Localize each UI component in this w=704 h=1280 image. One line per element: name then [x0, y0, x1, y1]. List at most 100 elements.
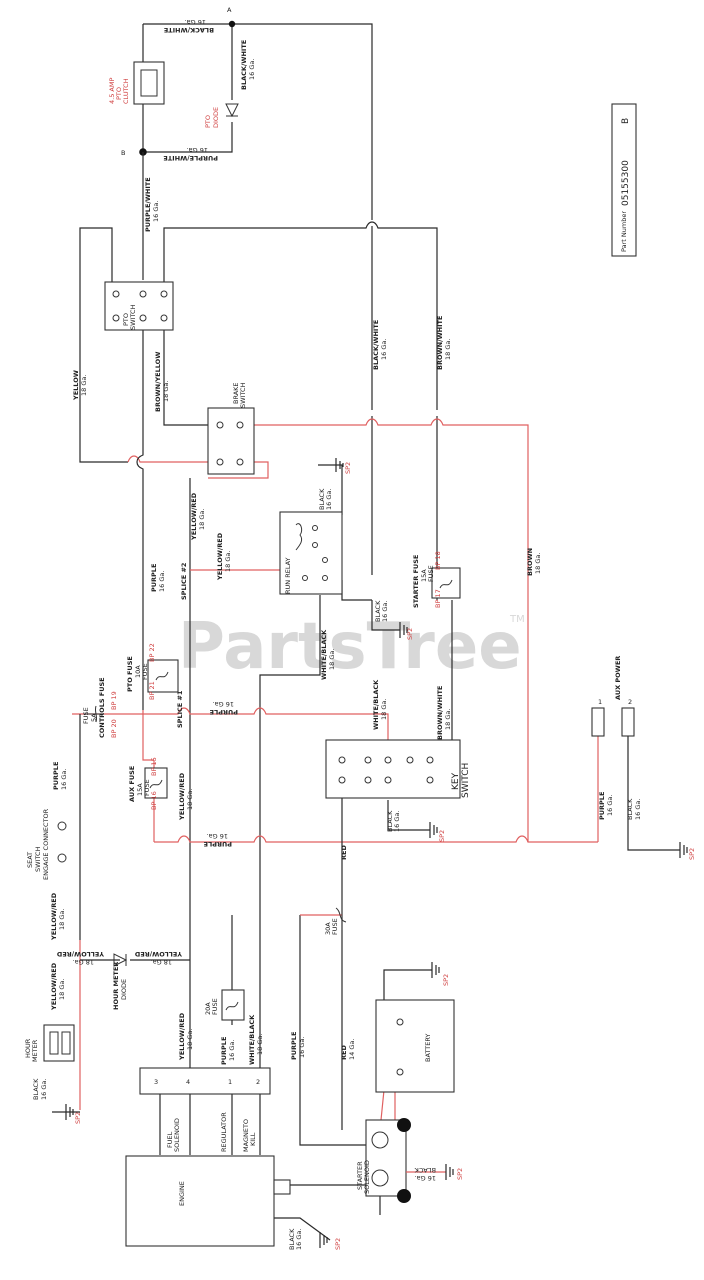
svg-text:KEY: KEY [451, 772, 461, 790]
svg-text:16 Ga.: 16 Ga. [415, 1174, 436, 1182]
svg-text:15A: 15A [136, 783, 144, 796]
engine-connector: 3 4 1 2 [139, 1067, 271, 1095]
svg-text:WHITE/BLACK: WHITE/BLACK [320, 629, 328, 680]
svg-text:18 Ga.: 18 Ga. [444, 339, 452, 360]
svg-text:PURPLE: PURPLE [52, 762, 60, 790]
pto-fuse: PTO FUSE 10A FUSE BP 21 BP 22 [126, 643, 179, 700]
svg-text:YELLOW/RED: YELLOW/RED [50, 892, 58, 941]
part-number-label: Part Number [620, 211, 628, 252]
aux-power: AUX POWER 1 2 [591, 656, 635, 737]
svg-text:5A: 5A [90, 713, 98, 722]
svg-text:16 Ga.: 16 Ga. [381, 601, 389, 622]
wire-brown-white [163, 221, 438, 410]
svg-text:YELLOW/RED: YELLOW/RED [50, 962, 58, 1011]
svg-text:18 Ga.: 18 Ga. [162, 381, 170, 402]
starter-fuse: STARTER FUSE 15A FUSE BP 17 BP 18 [412, 551, 461, 608]
svg-text:18 Ga.: 18 Ga. [186, 789, 194, 810]
svg-text:FUEL: FUEL [166, 1131, 174, 1148]
svg-text:BROWN/WHITE: BROWN/WHITE [436, 316, 444, 370]
svg-text:FUSE: FUSE [141, 663, 149, 680]
svg-text:15A: 15A [420, 569, 428, 582]
brake-switch: BRAKE SWITCH [207, 382, 255, 475]
svg-text:18 Ga.: 18 Ga. [444, 709, 452, 730]
svg-text:16 Ga.: 16 Ga. [295, 1229, 303, 1250]
svg-text:BROWN: BROWN [526, 548, 534, 576]
svg-text:PTO: PTO [122, 313, 130, 326]
svg-text:SP2: SP2 [344, 462, 352, 474]
svg-text:DIODE: DIODE [120, 979, 128, 1000]
svg-text:18 Ga.: 18 Ga. [256, 1034, 264, 1055]
wire-purple-aux [154, 835, 598, 843]
svg-text:BP 21: BP 21 [148, 681, 156, 700]
svg-text:SWITCH: SWITCH [129, 304, 137, 330]
svg-text:RED: RED [340, 1045, 348, 1060]
svg-text:PTO: PTO [115, 87, 123, 100]
svg-text:1: 1 [228, 1078, 232, 1086]
svg-text:16 Ga.: 16 Ga. [325, 489, 333, 510]
ground-sp2-4: SP2 [679, 842, 696, 860]
svg-text:16 Ga.: 16 Ga. [380, 339, 388, 360]
wire-white-black [259, 595, 321, 1070]
svg-text:18 Ga.: 18 Ga. [224, 551, 232, 572]
svg-text:BP 22: BP 22 [148, 643, 156, 662]
ground-sp2-5: SP2 [52, 1104, 82, 1124]
svg-text:PURPLE: PURPLE [220, 1037, 228, 1065]
svg-text:18 Ga.: 18 Ga. [73, 958, 94, 966]
svg-text:SP2: SP2 [334, 1238, 342, 1250]
svg-text:16 Ga.: 16 Ga. [152, 201, 160, 222]
svg-text:2: 2 [628, 698, 632, 706]
svg-text:SWITCH: SWITCH [239, 382, 247, 408]
svg-text:PURPLE/WHITE: PURPLE/WHITE [163, 154, 218, 162]
watermark: PartsTree [178, 610, 522, 684]
svg-text:4: 4 [186, 1078, 190, 1086]
svg-text:HOUR METER: HOUR METER [112, 962, 120, 1010]
splice-letter-b: B [121, 149, 125, 157]
svg-text:SP2: SP2 [406, 628, 414, 640]
svg-text:YELLOW/RED: YELLOW/RED [56, 950, 105, 958]
svg-text:FUSE: FUSE [331, 918, 339, 935]
svg-text:BROWN/YELLOW: BROWN/YELLOW [154, 352, 162, 412]
svg-text:18 Ga.: 18 Ga. [198, 509, 206, 530]
svg-text:FUSE: FUSE [211, 998, 219, 1015]
svg-text:BLACK: BLACK [32, 1078, 40, 1100]
battery: BATTERY [375, 999, 455, 1093]
svg-text:ENGINE: ENGINE [178, 1181, 186, 1206]
svg-text:PURPLE: PURPLE [204, 840, 232, 848]
engine: ENGINE FUEL SOLENOID REGULATOR MAGNETO K… [125, 1112, 291, 1247]
svg-text:4.5 AMP: 4.5 AMP [108, 78, 116, 104]
svg-text:YELLOW/RED: YELLOW/RED [134, 950, 183, 958]
svg-text:SWITCH: SWITCH [461, 763, 471, 798]
svg-text:YELLOW/RED: YELLOW/RED [178, 1012, 186, 1061]
wire-yellow [79, 227, 128, 463]
svg-text:18 Ga.: 18 Ga. [151, 958, 172, 966]
svg-text:BLACK: BLACK [386, 810, 394, 832]
seat-switch: SEAT SWITCH ENGAGE CONNECTOR [26, 808, 67, 880]
svg-text:16 Ga.: 16 Ga. [213, 700, 234, 708]
aux-fuse: AUX FUSE 15A FUSE BP 16 BP 15 [128, 757, 168, 810]
svg-text:YELLOW: YELLOW [72, 370, 80, 401]
svg-text:18 Ga.: 18 Ga. [534, 553, 542, 574]
svg-text:SP2: SP2 [438, 830, 446, 842]
fuse-20a: 20A FUSE [204, 989, 245, 1021]
svg-text:14 Ga.: 14 Ga. [348, 1039, 356, 1060]
svg-text:10A: 10A [134, 665, 142, 678]
svg-text:BLACK: BLACK [414, 1166, 436, 1174]
svg-text:YELLOW/RED: YELLOW/RED [178, 772, 186, 821]
svg-text:BLACK: BLACK [288, 1228, 296, 1250]
svg-text:16 Ga.: 16 Ga. [40, 1079, 48, 1100]
svg-text:YELLOW/RED: YELLOW/RED [190, 492, 198, 541]
svg-text:BP 17: BP 17 [434, 589, 442, 608]
svg-text:BP 19: BP 19 [110, 691, 118, 710]
svg-text:16 Ga.: 16 Ga. [393, 811, 401, 832]
starter-solenoid: STARTER SOLENOID [356, 1118, 411, 1203]
svg-text:STARTER FUSE: STARTER FUSE [412, 555, 420, 608]
svg-text:FUSE: FUSE [82, 707, 90, 724]
svg-text:PURPLE: PURPLE [290, 1032, 298, 1060]
svg-text:BROWN/WHITE: BROWN/WHITE [436, 686, 444, 740]
svg-text:REGULATOR: REGULATOR [220, 1112, 228, 1152]
svg-text:PURPLE: PURPLE [150, 564, 158, 592]
svg-text:SP2: SP2 [442, 974, 450, 986]
